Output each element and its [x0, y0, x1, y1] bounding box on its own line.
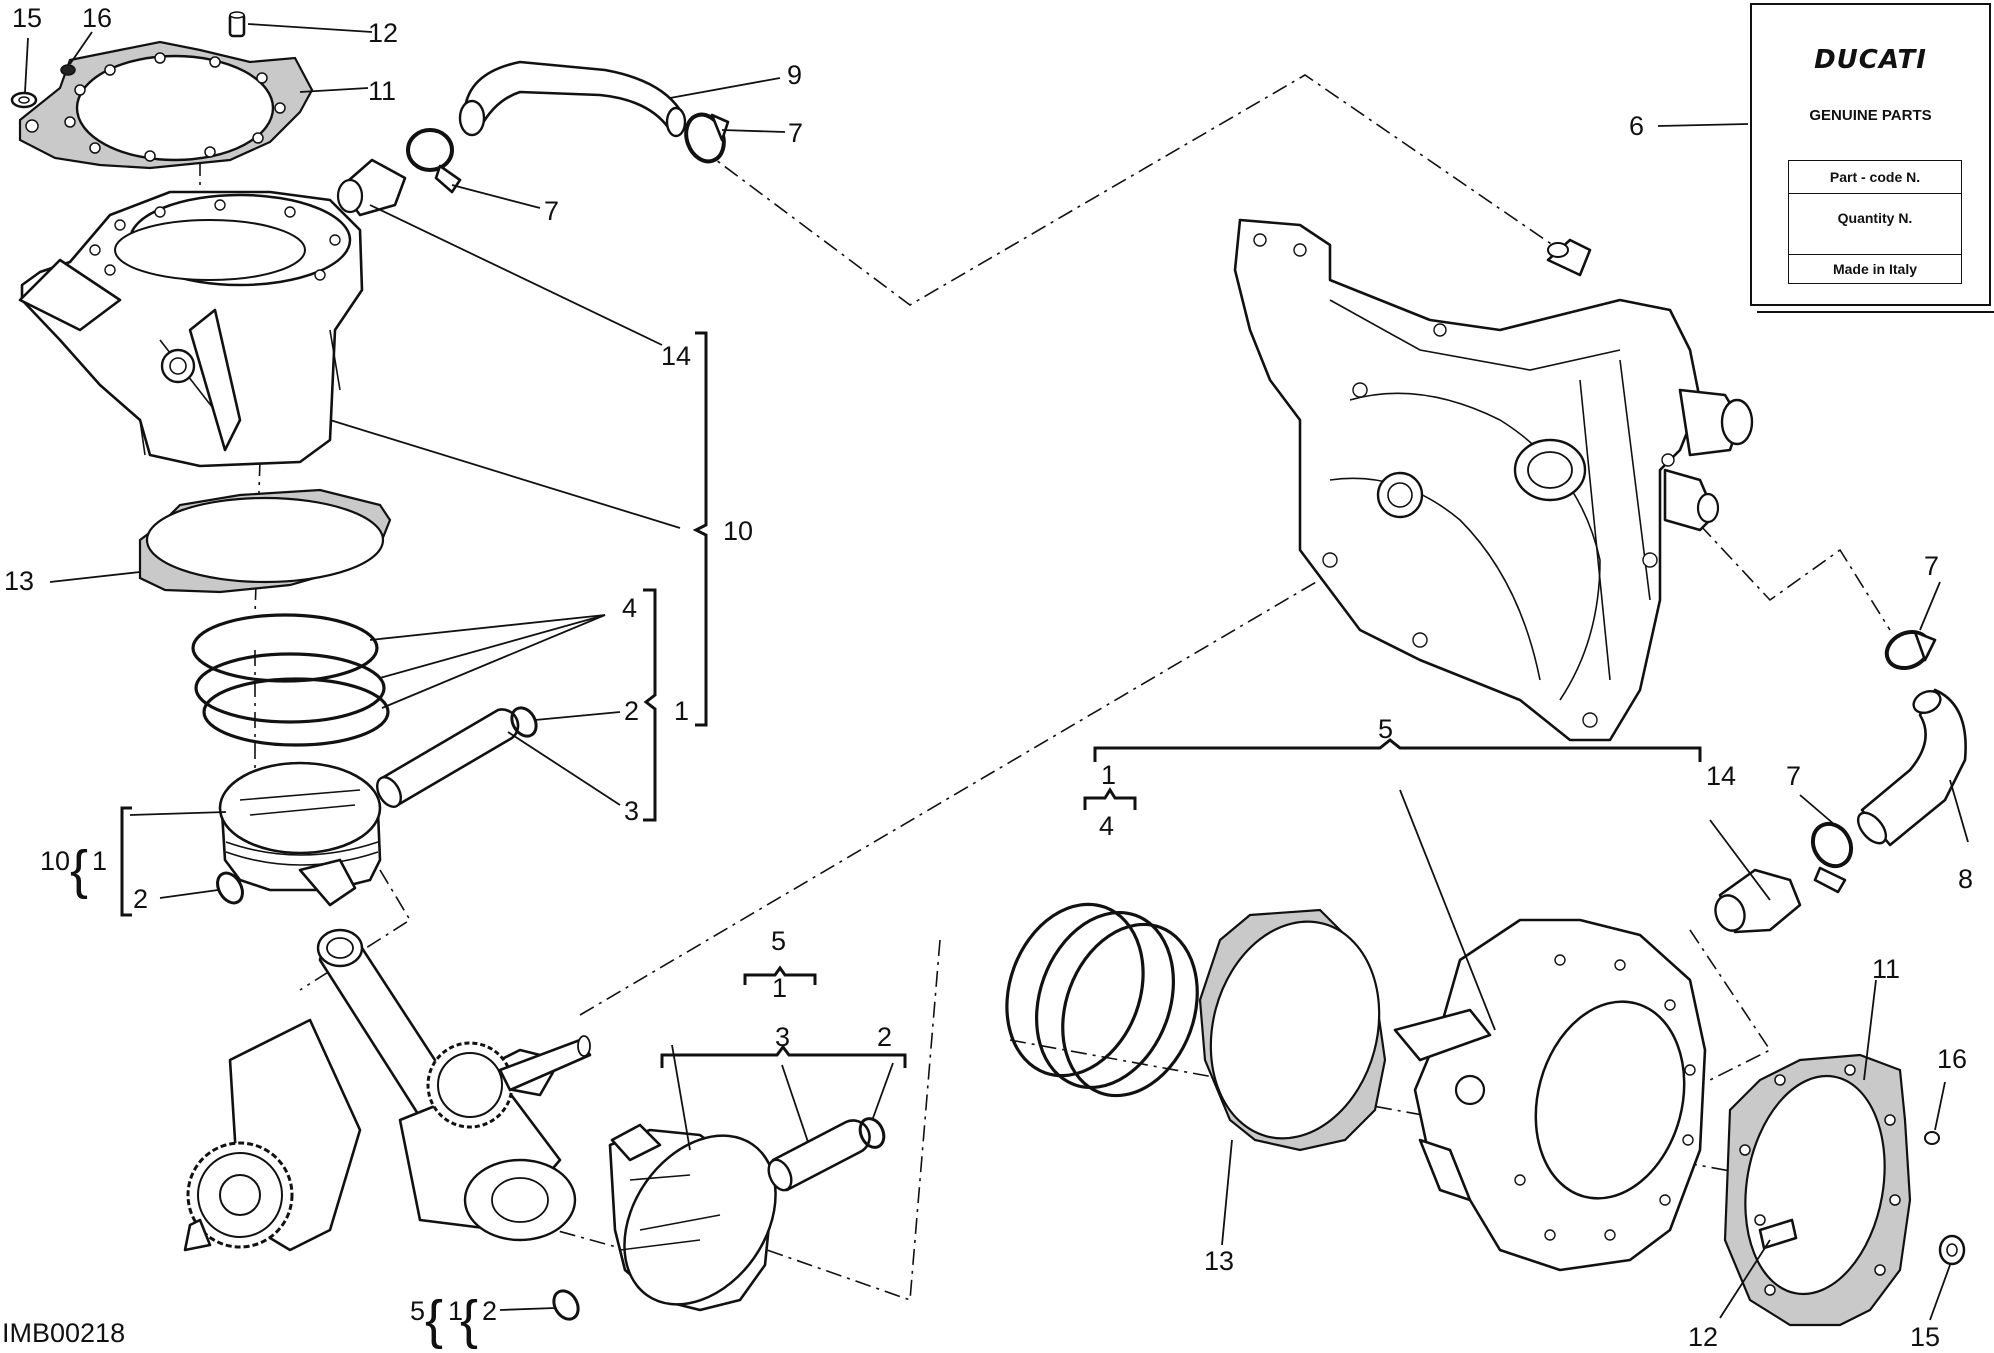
callout-9: 9	[787, 60, 802, 90]
brace-5-1: {	[425, 1290, 443, 1350]
base-gasket-left	[138, 488, 392, 594]
callout-labels: 15 16 12 11 9 7 7 14 10 13 4 2 1 3 10 1 …	[4, 3, 1973, 1352]
callout-12-right: 12	[1688, 1322, 1718, 1352]
head-gasket-top	[18, 40, 314, 170]
crankshaft-assembly	[183, 928, 592, 1252]
piston-rings-left	[191, 613, 390, 747]
brackets	[120, 331, 1702, 1068]
callout-14-top: 14	[661, 341, 691, 371]
callout-2-center: 2	[877, 1022, 892, 1052]
washer-16-top	[60, 64, 76, 76]
callout-1-piston-left: 1	[92, 846, 107, 876]
genuine-parts-tag: DUCATI GENUINE PARTS Part - code N. Quan…	[1750, 3, 1991, 306]
washer-15-top	[10, 91, 38, 109]
callout-15-top: 15	[12, 3, 42, 33]
callout-1-center: 1	[772, 973, 787, 1003]
circlip-center-upper	[858, 1117, 886, 1149]
base-gasket-right	[1198, 908, 1387, 1152]
piston-center	[608, 1123, 777, 1312]
callout-8: 8	[1958, 864, 1973, 894]
callout-7-right-top: 7	[1924, 551, 1939, 581]
callout-5-center: 5	[771, 926, 786, 956]
circlip-lower-left	[216, 871, 244, 905]
callout-5-bottom: 5	[410, 1296, 425, 1326]
callout-14-right: 14	[1706, 761, 1736, 791]
callout-11-top: 11	[368, 76, 396, 106]
callout-2-left: 2	[624, 696, 639, 726]
brace-1-2: {	[460, 1290, 478, 1350]
hose-8	[1856, 688, 1967, 847]
tag-row-made-in: Made in Italy	[1832, 261, 1918, 277]
cylinder-left	[18, 190, 364, 468]
tag-row-quantity: Quantity N.	[1789, 194, 1961, 255]
hose-clamp-7c	[1884, 630, 1937, 670]
callout-13-left: 13	[4, 566, 34, 596]
piston-rings-right	[1005, 902, 1199, 1098]
washer-15-right	[1938, 1234, 1966, 1266]
callout-7-right-middle: 7	[1786, 761, 1801, 791]
callout-12-top: 12	[368, 18, 398, 48]
callout-1-left-bracket: 1	[674, 696, 689, 726]
callout-2-piston-left: 2	[133, 884, 148, 914]
callout-15-right: 15	[1910, 1322, 1940, 1352]
hose-clamp-7b	[406, 128, 462, 194]
callout-1-rings-right: 1	[1101, 760, 1116, 790]
callout-2-bottom: 2	[482, 1296, 497, 1326]
piston-pin-left	[376, 708, 520, 808]
engine-case-cover	[1233, 218, 1754, 742]
leader-lines	[24, 23, 1969, 1321]
piston-left	[218, 761, 382, 907]
circlip-upper-left	[510, 706, 538, 738]
hose-9	[458, 60, 687, 138]
callout-5-right: 5	[1378, 714, 1393, 744]
washer-16-right	[1924, 1131, 1940, 1145]
callout-7-top-right: 7	[788, 118, 803, 148]
callout-3-left: 3	[624, 796, 639, 826]
callout-3-center: 3	[775, 1022, 790, 1052]
callout-10-right-of-bracket: 10	[723, 516, 753, 546]
tag-info-table: Part - code N. Quantity N. Made in Italy	[1788, 160, 1962, 284]
hose-fitting-14-right	[1714, 868, 1802, 934]
callout-11-right: 11	[1872, 954, 1900, 984]
callout-7-top-left: 7	[544, 196, 559, 226]
hose-clamp-7d	[1810, 821, 1854, 894]
cylinder-right	[1393, 918, 1707, 1272]
callout-16-right: 16	[1937, 1044, 1967, 1074]
callout-6: 6	[1629, 111, 1644, 141]
dowel-pin-top	[228, 11, 246, 38]
callout-4-rings-right: 4	[1099, 811, 1114, 841]
head-gasket-right	[1723, 1053, 1912, 1327]
callout-4-left: 4	[622, 593, 637, 623]
genuine-parts-label: GENUINE PARTS	[1809, 107, 1932, 124]
callout-1-bottom: 1	[448, 1296, 463, 1326]
ducati-logo: DUCATI	[1814, 45, 1927, 75]
hose-clamp-7a	[684, 112, 730, 164]
hose-fitting-14-top	[336, 158, 407, 217]
diagram-code: IMB00218	[2, 1318, 126, 1348]
callout-16-top: 16	[82, 3, 112, 33]
callout-10-left: 10	[40, 846, 70, 876]
piston-pin-center	[767, 1119, 871, 1192]
callout-13-right: 13	[1204, 1246, 1234, 1276]
circlip-center-lower	[552, 1289, 580, 1321]
tag-row-part-code: Part - code N.	[1789, 161, 1961, 194]
brace-10-1-left: {	[70, 840, 88, 900]
